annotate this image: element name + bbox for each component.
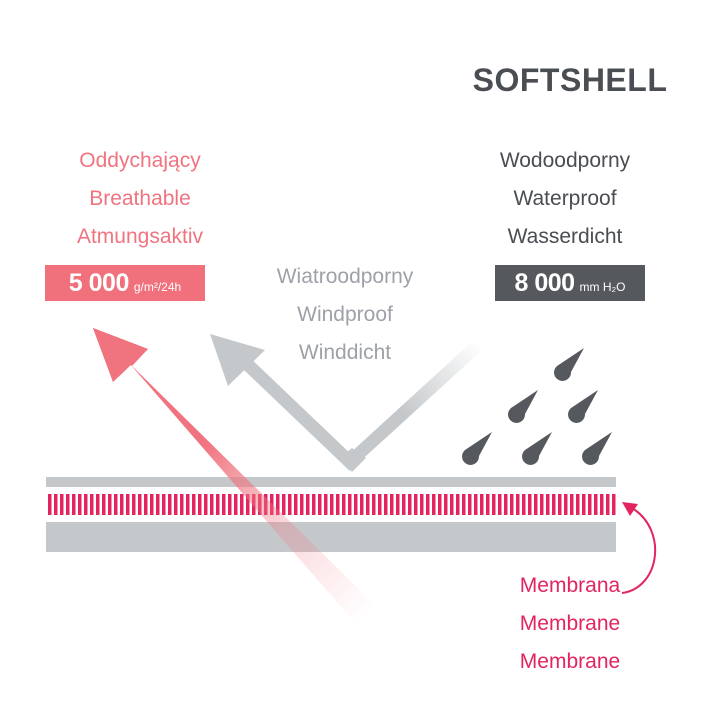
raindrop-icon [554, 348, 584, 381]
windproof-labels: Wiatroodporny Windproof Winddicht [240, 258, 450, 372]
page-title: SOFTSHELL [472, 62, 668, 98]
wind-arrow-apex [340, 448, 366, 472]
breathable-labels: Oddychający Breathable Atmungsaktiv [30, 142, 250, 256]
raindrop-icon [508, 390, 538, 423]
breathability-unit: g/m²/24h [133, 280, 182, 294]
breathability-badge: 5 000 g/m²/24h [45, 265, 205, 301]
membrane-pointer-arrowhead [622, 502, 638, 516]
breathable-label-de: Atmungsaktiv [76, 225, 204, 248]
waterproof-labels: Wodoodporny Waterproof Wasserdicht [455, 142, 675, 256]
raindrop-icon [522, 432, 552, 465]
membrane-labels: Membrana Membrane Membrane [460, 567, 680, 681]
raindrops [462, 348, 612, 465]
breathable-label-pl: Oddychający [79, 149, 201, 172]
waterproof-value: 8 000 [514, 268, 575, 297]
outer-layer-bottom [46, 522, 616, 552]
membrane-label-de: Membrane [519, 650, 621, 673]
outer-layer-top [46, 477, 616, 487]
wind-arrow-icon [240, 357, 359, 471]
raindrop-icon [568, 390, 598, 423]
waterproof-label-pl: Wodoodporny [499, 149, 631, 172]
waterproof-label-en: Waterproof [513, 187, 617, 210]
membrane-layer [46, 494, 616, 515]
wind-arrow-incoming [347, 340, 483, 465]
windproof-label-en: Windproof [297, 303, 393, 326]
windproof-label-pl: Wiatroodporny [276, 265, 414, 288]
waterproof-label-de: Wasserdicht [507, 225, 623, 248]
waterproof-badge: 8 000 mm H₂O [495, 265, 645, 301]
raindrop-icon [462, 432, 492, 465]
windproof-label-de: Winddicht [298, 341, 392, 364]
membrane-pointer-arrow [621, 507, 657, 594]
raindrop-icon [582, 432, 612, 465]
breathable-arrow-head [93, 328, 148, 382]
breathable-arrow-icon [93, 328, 375, 624]
waterproof-unit: mm H₂O [579, 280, 626, 294]
membrane-label-pl: Membrana [519, 574, 621, 597]
membrane-label-en: Membrane [519, 612, 621, 635]
wind-arrow-head [210, 334, 265, 386]
breathability-value: 5 000 [68, 268, 130, 297]
breathable-label-en: Breathable [89, 187, 191, 210]
